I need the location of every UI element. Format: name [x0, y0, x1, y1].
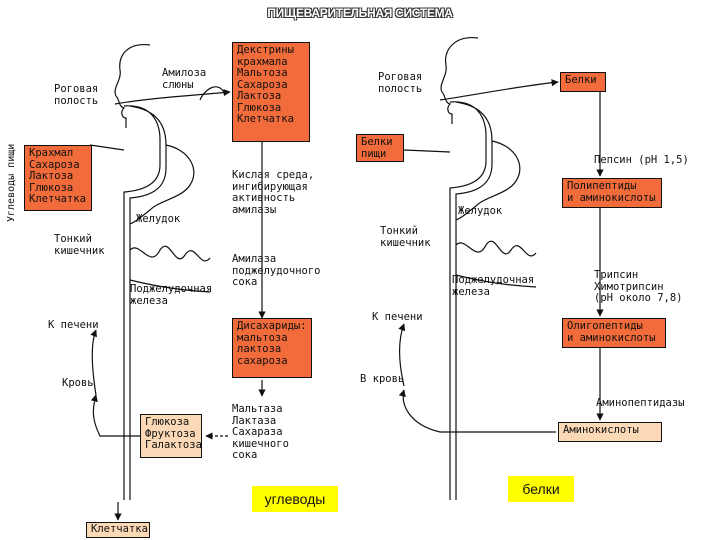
intestinal-enzymes-label: Мальтаза Лактаза Сахараза кишечного сока	[232, 403, 289, 461]
arrow-blood-liver	[90, 394, 140, 437]
to-liver-label-right: К печени	[372, 311, 423, 323]
stomach-label-left: Желудок	[136, 213, 181, 225]
proteins-caption: белки	[508, 476, 574, 502]
trypsin-label: Трипсин Химотрипсин (pH около 7,8)	[594, 269, 683, 304]
amino-acids-box: Аминокислоты	[558, 422, 662, 442]
page-title: ПИЩЕВАРИТЕЛЬНАЯ СИСТЕМА	[267, 6, 453, 20]
amylase-saliva-label: Амилоза слюны	[162, 67, 207, 91]
stomach-left	[129, 144, 195, 225]
pancreatic-amylase-label: Амилаза поджелудочного сока	[232, 253, 321, 288]
arrow-mouth-proteins	[439, 79, 559, 101]
digestive-tract-right	[449, 101, 493, 500]
arrow-mouth-dextrins	[114, 88, 231, 105]
arrow-aminoacids-blood	[398, 389, 556, 433]
stomach-right	[455, 140, 521, 221]
intestine-left	[129, 245, 211, 262]
intestine-right	[455, 240, 537, 257]
small-intestine-label-left: Тонкий кишечник	[54, 233, 105, 257]
pancreas-right	[455, 274, 537, 288]
food-carbs-side-label: Углеводы пищи	[6, 143, 17, 222]
mouth-label-right: Роговая полость	[378, 71, 423, 95]
head-profile-left	[114, 43, 151, 128]
food-proteins-box: Белки пищи	[356, 134, 404, 162]
oligopeptides-box: Олигопептиды и аминокислоты	[562, 318, 666, 348]
pepsin-label: Пепсин (pH 1,5)	[594, 154, 689, 166]
aminopeptidases-label: Аминопептидазы	[596, 397, 685, 409]
to-liver-label-left: К печени	[48, 319, 99, 331]
acid-environment-label: Кислая среда, ингибирующая активность ам…	[232, 169, 315, 216]
pancreas-left	[129, 279, 211, 293]
fiber-box: Клетчатка	[86, 522, 150, 538]
pancreas-label-right: Поджелудочная железа	[452, 274, 535, 298]
carbohydrates-caption: углеводы	[252, 486, 338, 512]
food-carbs-box: Крахмал Сахароза Лактоза Глюкоза Клетчат…	[24, 145, 92, 211]
small-intestine-label-right: Тонкий кишечник	[380, 225, 431, 249]
dextrins-box: Декстрины крахмала Мальтоза Сахароза Лак…	[232, 42, 310, 142]
stomach-label-right: Желудок	[458, 205, 503, 217]
proteins-box: Белки	[560, 72, 606, 92]
polypeptides-box: Полипептиды и аминокислоты	[562, 178, 662, 208]
pancreas-label-left: Поджелудочная железа	[130, 283, 213, 307]
to-blood-label: В кровь	[360, 373, 405, 385]
disaccharides-box: Дисахариды: мальтоза лактоза сахароза	[232, 318, 312, 378]
head-profile-right	[440, 37, 479, 124]
blood-label-left: Кровь	[62, 377, 94, 389]
digestive-tract-left	[123, 105, 167, 500]
monosaccharides-box: Глюкоза Фруктоза Галактоза	[140, 414, 202, 458]
mouth-label-left: Роговая полость	[54, 83, 99, 107]
